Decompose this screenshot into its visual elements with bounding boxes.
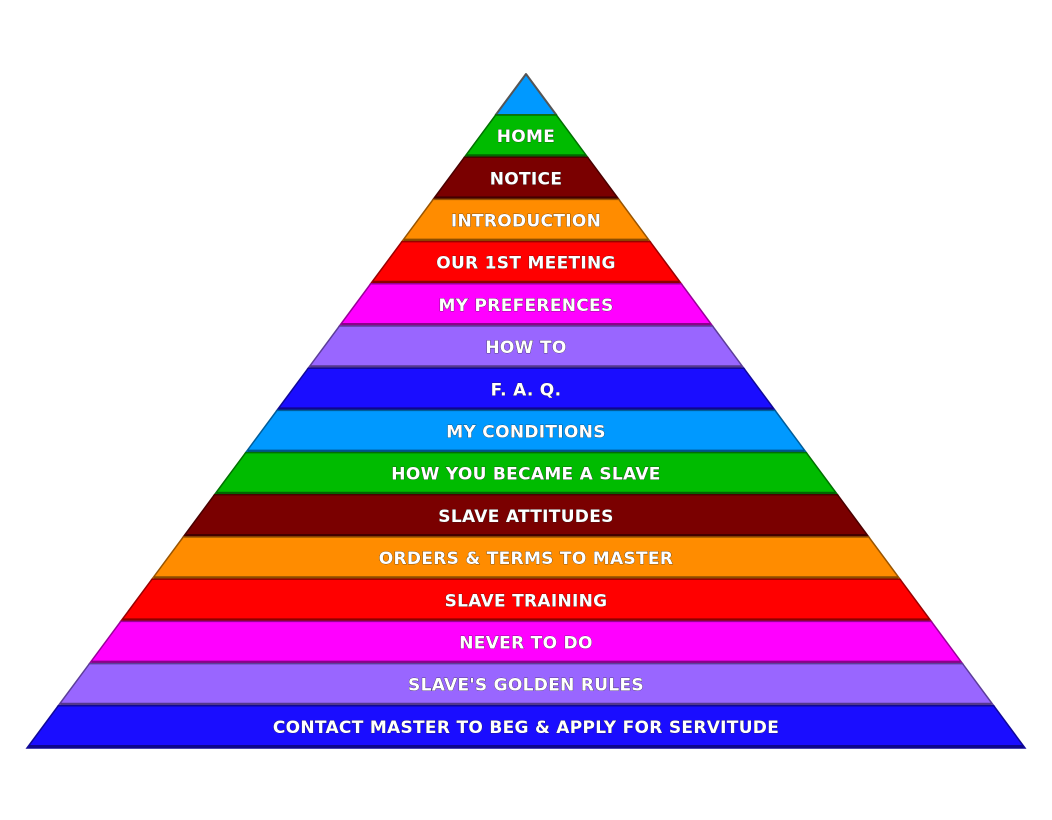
tier-9[interactable]: HOW YOU BECAME A SLAVE: [212, 451, 840, 496]
pyramid-apex: [494, 73, 558, 116]
tier-14[interactable]: SLAVE'S GOLDEN RULES: [56, 662, 996, 707]
tier-8[interactable]: MY CONDITIONS: [244, 409, 808, 454]
tier-2[interactable]: NOTICE: [431, 156, 621, 201]
tier-5[interactable]: MY PREFERENCES: [337, 283, 715, 327]
tier-band[interactable]: [462, 114, 590, 158]
tier-band[interactable]: [400, 198, 652, 243]
tier-band[interactable]: [212, 451, 840, 496]
tier-6[interactable]: HOW TO: [306, 325, 746, 369]
tier-band[interactable]: [244, 409, 808, 454]
tier-band[interactable]: [306, 325, 746, 369]
tier-band[interactable]: [25, 705, 1027, 749]
tier-band[interactable]: [275, 367, 777, 412]
tier-3[interactable]: INTRODUCTION: [400, 198, 652, 243]
tier-10[interactable]: SLAVE ATTITUDES: [181, 494, 871, 538]
tier-band[interactable]: [87, 620, 965, 665]
tier-band[interactable]: [337, 283, 715, 327]
tier-7[interactable]: F. A. Q.: [275, 367, 777, 412]
tier-band[interactable]: [119, 578, 933, 623]
tier-band[interactable]: [181, 494, 871, 538]
tier-band[interactable]: [56, 662, 996, 707]
tier-4[interactable]: OUR 1ST MEETING: [369, 240, 683, 285]
tier-15[interactable]: CONTACT MASTER TO BEG & APPLY FOR SERVIT…: [25, 705, 1027, 749]
tier-12[interactable]: SLAVE TRAINING: [119, 578, 933, 623]
tier-1[interactable]: HOME: [462, 114, 590, 158]
tier-band[interactable]: [150, 536, 902, 580]
tier-13[interactable]: NEVER TO DO: [87, 620, 965, 665]
tier-11[interactable]: ORDERS & TERMS TO MASTER: [150, 536, 902, 580]
tier-band[interactable]: [369, 240, 683, 285]
tier-band[interactable]: [431, 156, 621, 201]
